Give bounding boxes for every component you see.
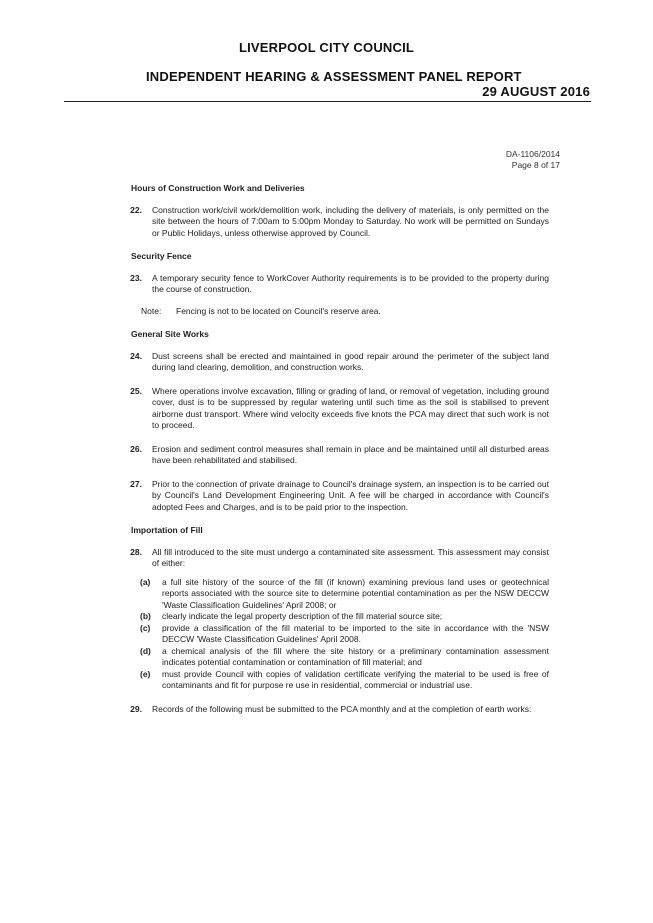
condition-text: Prior to the connection of private drain… xyxy=(152,478,549,512)
list-item-text: provide a classification of the fill mat… xyxy=(162,622,549,645)
list-item-label: (a) xyxy=(140,576,151,587)
page-number: Page 8 of 17 xyxy=(511,160,560,170)
note-text: Fencing is not to be located on Council'… xyxy=(176,305,381,316)
condition-number: 28. xyxy=(130,546,142,557)
condition-28: 28. All fill introduced to the site must… xyxy=(130,546,549,570)
report-date: 29 AUGUST 2016 xyxy=(482,84,590,99)
condition-29: 29. Records of the following must be sub… xyxy=(130,703,549,716)
list-item-label: (d) xyxy=(140,645,151,656)
list-item: (a) a full site history of the source of… xyxy=(140,577,549,612)
list-item-text: a full site history of the source of the… xyxy=(162,576,549,610)
condition-number: 27. xyxy=(130,478,142,489)
da-number: DA-1106/2014 xyxy=(505,149,560,159)
condition-number: 24. xyxy=(130,350,142,361)
condition-text: All fill introduced to the site must und… xyxy=(152,546,549,569)
list-item-label: (b) xyxy=(140,611,151,621)
section-heading-general: General Site Works xyxy=(131,329,209,339)
condition-text: Records of the following must be submitt… xyxy=(152,703,532,714)
condition-number: 29. xyxy=(130,703,142,714)
list-item: (c) provide a classification of the fill… xyxy=(140,623,549,646)
list-item-label: (c) xyxy=(140,622,151,633)
list-item-text: clearly indicate the legal property desc… xyxy=(162,611,443,621)
section-heading-hours: Hours of Construction Work and Deliverie… xyxy=(131,183,305,193)
condition-text: A temporary security fence to WorkCover … xyxy=(152,272,549,295)
condition-23: 23. A temporary security fence to WorkCo… xyxy=(130,272,549,296)
condition-text: Where operations involve excavation, fil… xyxy=(152,385,549,431)
condition-number: 22. xyxy=(130,204,142,215)
header-divider xyxy=(64,101,591,102)
condition-22: 22. Construction work/civil work/demolit… xyxy=(130,204,549,240)
list-item: (b) clearly indicate the legal property … xyxy=(140,611,549,623)
document-body: Hours of Construction Work and Deliverie… xyxy=(130,183,549,727)
condition-text: Erosion and sediment control measures sh… xyxy=(152,443,549,466)
list-item-text: a chemical analysis of the fill where th… xyxy=(162,645,549,668)
condition-text: Construction work/civil work/demolition … xyxy=(152,204,549,238)
condition-number: 25. xyxy=(130,385,142,396)
condition-27: 27. Prior to the connection of private d… xyxy=(130,478,549,514)
condition-26: 26. Erosion and sediment control measure… xyxy=(130,443,549,467)
fence-note: Note: Fencing is not to be located on Co… xyxy=(141,306,549,318)
condition-text: Dust screens shall be erected and mainta… xyxy=(152,350,549,373)
list-item: (e) must provide Council with copies of … xyxy=(140,669,549,692)
condition-25: 25. Where operations involve excavation,… xyxy=(130,385,549,432)
list-item-text: must provide Council with copies of vali… xyxy=(162,668,549,691)
condition-number: 26. xyxy=(130,443,142,454)
list-item-label: (e) xyxy=(140,668,151,679)
note-label: Note: xyxy=(141,305,162,316)
condition-number: 23. xyxy=(130,272,142,283)
report-title: INDEPENDENT HEARING & ASSESSMENT PANEL R… xyxy=(146,69,522,84)
reference-block: DA-1106/2014 Page 8 of 17 xyxy=(506,149,560,171)
list-item: (d) a chemical analysis of the fill wher… xyxy=(140,646,549,669)
fill-assessment-list: (a) a full site history of the source of… xyxy=(140,577,549,692)
section-heading-fill: Importation of Fill xyxy=(131,525,203,535)
section-heading-fence: Security Fence xyxy=(131,251,192,261)
condition-24: 24. Dust screens shall be erected and ma… xyxy=(130,350,549,374)
council-name: LIVERPOOL CITY COUNCIL xyxy=(238,40,415,55)
